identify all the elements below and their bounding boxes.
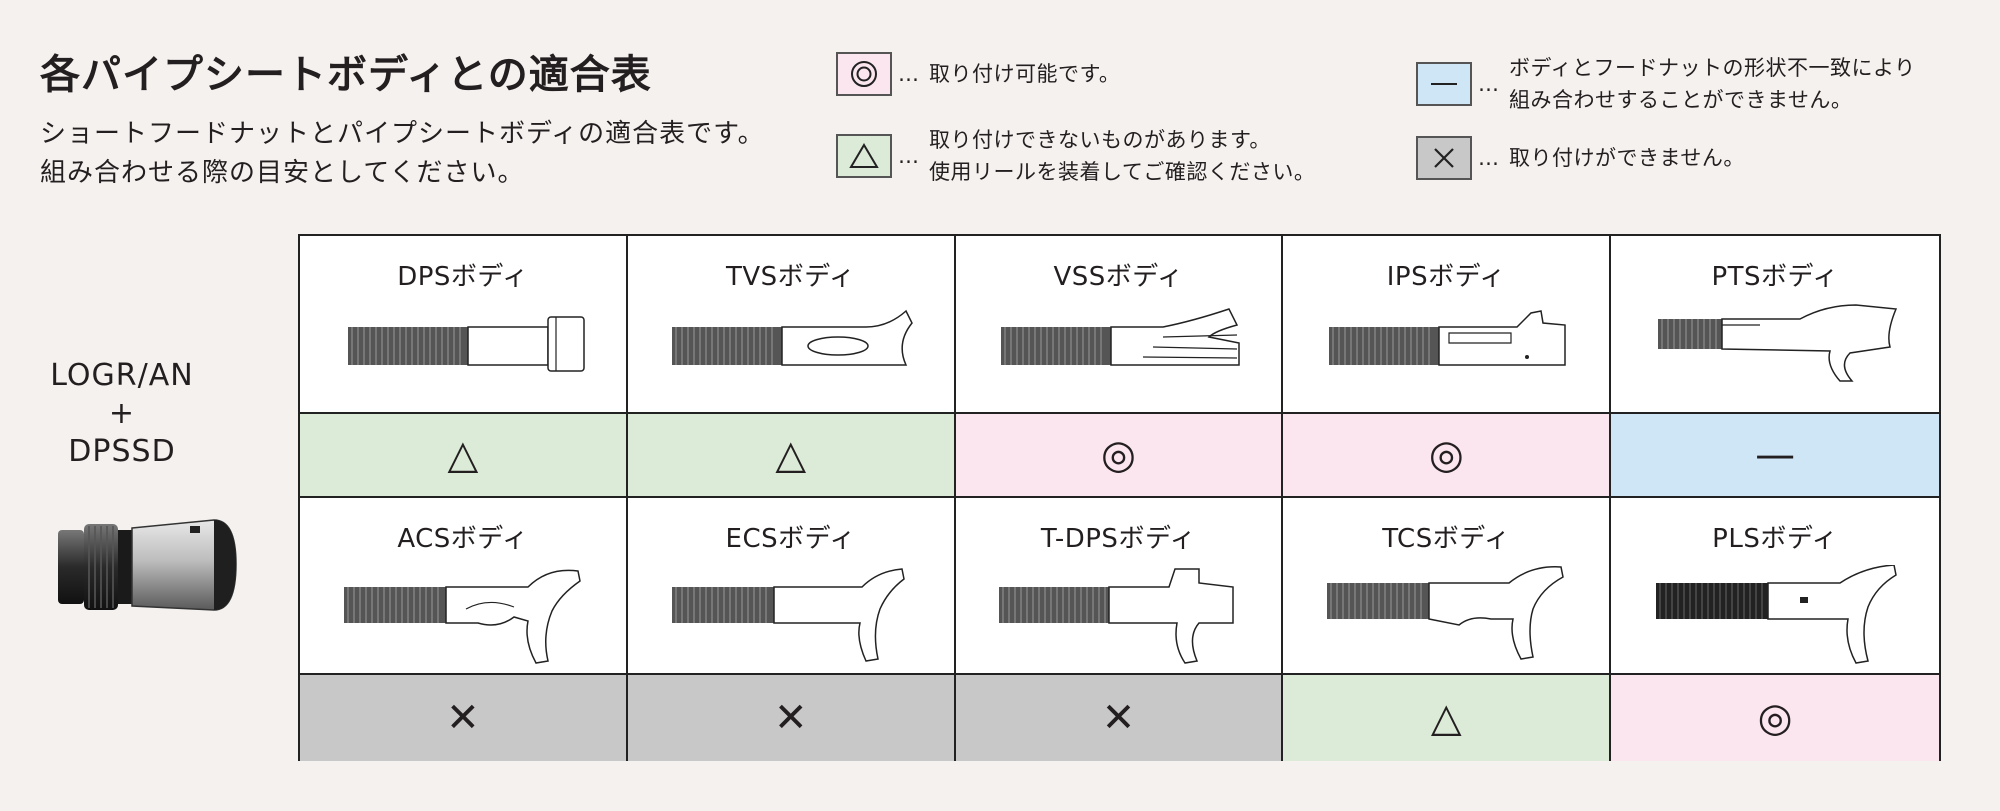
dps-body-image <box>347 316 585 372</box>
result-cell: ◎ <box>1611 675 1939 761</box>
result-symbol: ✕ <box>1101 695 1136 741</box>
body-name-vss: VSSボディ <box>1053 262 1184 292</box>
result-symbol: ◎ <box>1101 432 1136 478</box>
legend-item-partial: … 取り付けできないものがあります。 使用リールを装着してご確認ください。 <box>836 124 1315 188</box>
body-name-t-dps: T-DPSボディ <box>1040 524 1197 554</box>
legend-item-attachable: … 取り付け可能です。 <box>836 52 1120 96</box>
legend-separator: … <box>1478 72 1499 96</box>
body-cell: VSSボディ <box>955 236 1284 414</box>
result-symbol: ✕ <box>773 695 808 741</box>
acs-body-image <box>343 569 581 664</box>
vss-body-image <box>1001 308 1241 366</box>
legend-separator: … <box>1478 146 1499 170</box>
result-cell: △ <box>1283 675 1612 761</box>
legend-text: ボディとフードナットの形状不一致により <box>1509 56 1916 80</box>
legend-text: 組み合わせすることができません。 <box>1509 88 1853 112</box>
result-symbol: ◎ <box>1428 432 1464 478</box>
body-cell: TCSボディ <box>1283 498 1612 675</box>
body-cell: DPSボディ <box>300 236 628 414</box>
body-name-ips: IPSボディ <box>1386 262 1506 292</box>
page-title: 各パイプシートボディとの適合表 <box>40 52 652 98</box>
legend-text: 使用リールを装着してご確認ください。 <box>929 160 1316 184</box>
t-dps-body-image <box>999 568 1235 664</box>
description-line-2: 組み合わせる際の目安としてください。 <box>40 158 525 188</box>
result-symbol: — <box>1755 432 1796 478</box>
body-name-acs: ACSボディ <box>397 524 529 554</box>
result-symbol: △ <box>447 432 479 478</box>
double-circle-icon <box>836 52 892 96</box>
compatibility-table: DPSボディ TVSボディ VSSボディ IPSボディ <box>298 234 1941 761</box>
result-cell: ✕ <box>955 675 1284 761</box>
result-cell: △ <box>300 414 628 498</box>
body-name-dps: DPSボディ <box>397 262 529 292</box>
body-name-tvs: TVSボディ <box>726 262 856 292</box>
result-symbol: ✕ <box>446 695 480 741</box>
legend-separator: … <box>898 62 919 86</box>
result-cell: — <box>1611 414 1939 498</box>
body-name-pls: PLSボディ <box>1712 524 1839 554</box>
pts-body-image <box>1658 304 1898 382</box>
result-cell: △ <box>627 414 956 498</box>
legend-text: 取り付けができません。 <box>1509 146 1745 170</box>
ecs-body-image <box>671 568 905 662</box>
product-label-line: LOGR/AN <box>50 358 194 393</box>
legend-item-mismatch: … ボディとフードナットの形状不一致により 組み合わせすることができません。 <box>1416 52 1916 116</box>
tcs-body-image <box>1327 566 1565 660</box>
pls-body-image <box>1656 565 1897 664</box>
body-cell: PLSボディ <box>1611 498 1939 675</box>
product-label-line: + <box>108 396 136 431</box>
legend-text: 取り付けできないものがあります。 <box>929 128 1271 152</box>
body-cell: ACSボディ <box>300 498 628 675</box>
dash-icon <box>1416 62 1472 106</box>
result-symbol: ◎ <box>1757 695 1793 741</box>
result-cell: ◎ <box>955 414 1284 498</box>
result-symbol: △ <box>775 432 807 478</box>
product-label: LOGR/AN + DPSSD <box>42 357 202 471</box>
body-cell: IPSボディ <box>1283 236 1612 414</box>
ips-body-image <box>1329 310 1567 366</box>
result-cell: ✕ <box>627 675 956 761</box>
body-name-ecs: ECSボディ <box>725 524 856 554</box>
cross-icon <box>1416 136 1472 180</box>
result-cell: ◎ <box>1283 414 1612 498</box>
legend-separator: … <box>898 144 919 168</box>
body-name-pts: PTSボディ <box>1711 262 1839 292</box>
hood-nut-image <box>58 519 237 611</box>
body-cell: TVSボディ <box>627 236 956 414</box>
description-line-1: ショートフードナットとパイプシートボディの適合表です。 <box>40 119 765 149</box>
body-cell: PTSボディ <box>1611 236 1939 414</box>
result-symbol: △ <box>1430 695 1462 741</box>
triangle-icon <box>836 134 892 178</box>
body-name-tcs: TCSボディ <box>1382 524 1511 554</box>
body-cell: ECSボディ <box>627 498 956 675</box>
legend-item-not-attachable: … 取り付けができません。 <box>1416 136 1745 180</box>
legend-text: 取り付け可能です。 <box>929 62 1121 86</box>
tvs-body-image <box>671 309 913 366</box>
body-cell: T-DPSボディ <box>955 498 1284 675</box>
product-label-line: DPSSD <box>68 434 176 469</box>
result-cell: ✕ <box>300 675 628 761</box>
